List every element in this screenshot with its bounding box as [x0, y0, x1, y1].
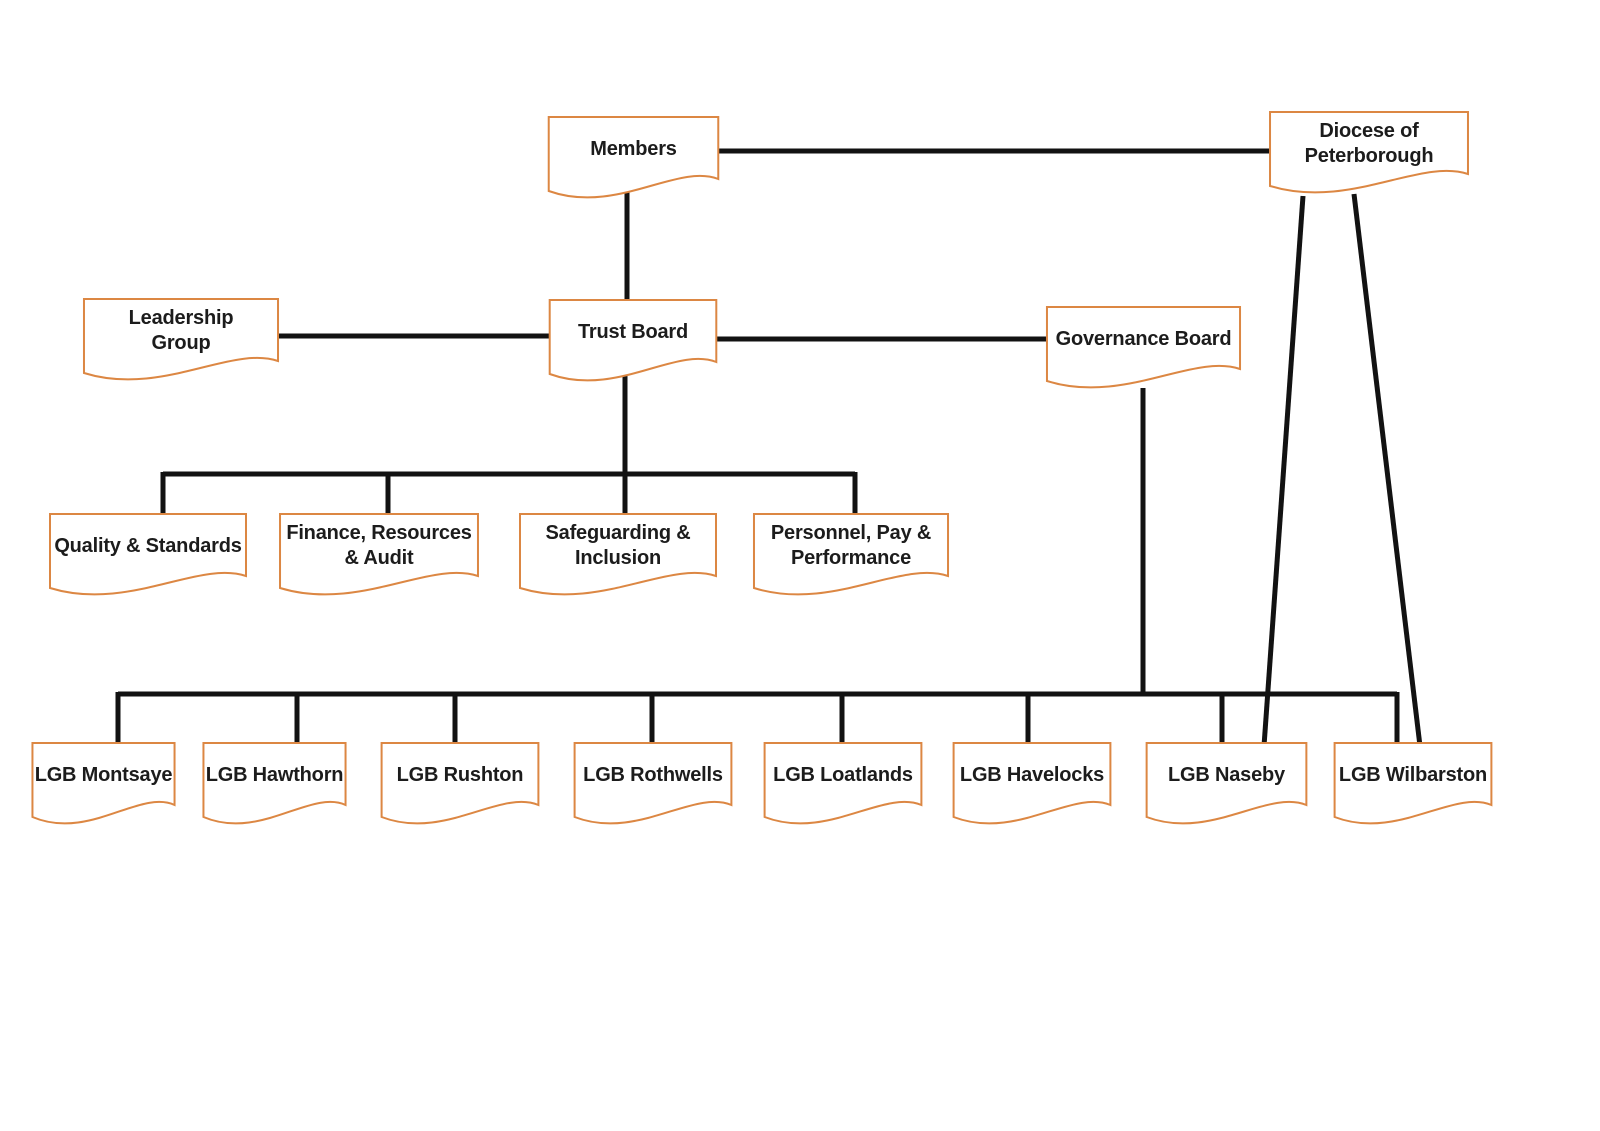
document-shape: [1333, 741, 1493, 831]
node-label: LGB Wilbarston: [1338, 763, 1488, 786]
document-shape: [278, 512, 480, 602]
node-label: LGB Havelocks: [959, 763, 1105, 786]
document-shape: [752, 512, 950, 602]
document-shape: [380, 741, 540, 831]
document-shape: [763, 741, 923, 831]
node-personnel-pay-performance: Personnel, Pay & Performance: [752, 512, 950, 602]
node-finance-resources-audit: Finance, Resources & Audit: [278, 512, 480, 602]
node-members: Members: [547, 115, 720, 205]
node-label: Leadership Group: [128, 307, 234, 354]
document-shape: [547, 115, 720, 205]
node-diocese-of-peterborough: Diocese of Peterborough: [1268, 110, 1470, 200]
connector-diocese-naseby: [1261, 195, 1306, 747]
node-safeguarding-inclusion: Safeguarding & Inclusion: [518, 512, 718, 602]
node-lgb-rushton: LGB Rushton: [380, 741, 540, 831]
document-shape: [518, 512, 718, 602]
document-shape: [548, 298, 718, 388]
node-label: Personnel, Pay & Performance: [770, 522, 932, 569]
document-shape: [31, 741, 176, 831]
node-label: LGB Montsaye: [34, 763, 173, 786]
node-governance-board: Governance Board: [1045, 305, 1242, 395]
node-lgb-hawthorn: LGB Hawthorn: [202, 741, 347, 831]
node-label: Members: [590, 137, 677, 160]
document-shape: [1045, 305, 1242, 395]
node-lgb-rothwells: LGB Rothwells: [573, 741, 733, 831]
node-lgb-loatlands: LGB Loatlands: [763, 741, 923, 831]
document-shape: [202, 741, 347, 831]
node-label: Trust Board: [577, 320, 689, 343]
node-lgb-montsaye: LGB Montsaye: [31, 741, 176, 831]
node-label: Diocese of Peterborough: [1304, 120, 1434, 167]
document-shape: [952, 741, 1112, 831]
node-label: Governance Board: [1055, 327, 1232, 350]
node-label: Quality & Standards: [54, 534, 242, 557]
node-label: LGB Hawthorn: [205, 763, 344, 786]
node-label: LGB Naseby: [1168, 763, 1285, 786]
node-quality-standards: Quality & Standards: [48, 512, 248, 602]
node-label: LGB Rothwells: [583, 763, 723, 786]
document-shape: [48, 512, 248, 602]
node-label: Safeguarding & Inclusion: [545, 522, 691, 569]
connector-diocese-wilbarston: [1351, 193, 1423, 747]
document-shape: [1268, 110, 1470, 200]
document-shape: [573, 741, 733, 831]
node-label: LGB Loatlands: [773, 763, 913, 786]
node-lgb-havelocks: LGB Havelocks: [952, 741, 1112, 831]
node-lgb-wilbarston: LGB Wilbarston: [1333, 741, 1493, 831]
node-label: LGB Rushton: [396, 763, 524, 786]
document-shape: [1145, 741, 1308, 831]
document-shape: [82, 297, 280, 387]
node-label: Finance, Resources & Audit: [286, 522, 472, 569]
node-leadership-group: Leadership Group: [82, 297, 280, 387]
node-lgb-naseby: LGB Naseby: [1145, 741, 1308, 831]
node-trust-board: Trust Board: [548, 298, 718, 388]
